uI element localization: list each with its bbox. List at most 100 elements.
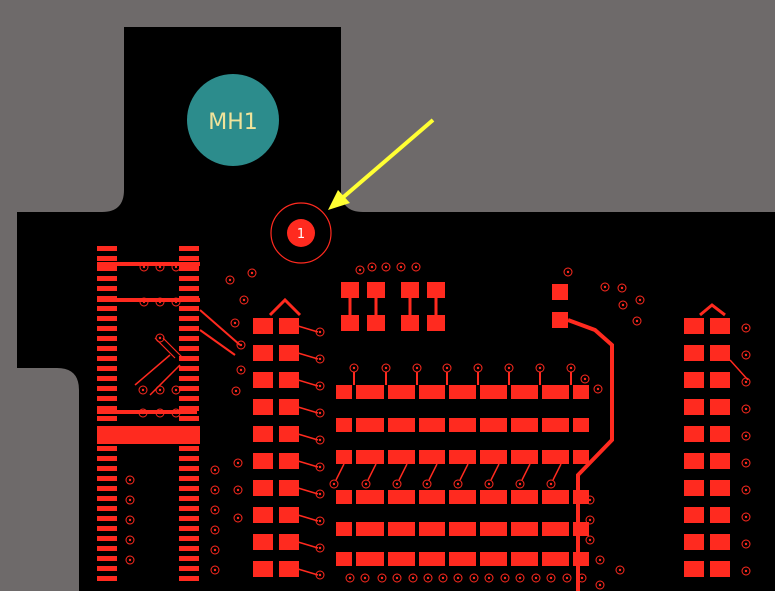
smd-pad bbox=[710, 345, 730, 361]
via-drill bbox=[744, 542, 748, 546]
smd-pad bbox=[553, 385, 569, 399]
via bbox=[600, 282, 610, 292]
via-drill bbox=[213, 468, 217, 472]
copper-trace bbox=[459, 463, 469, 481]
smd-pad bbox=[429, 385, 445, 399]
smd-pad bbox=[427, 315, 445, 331]
pin-marker-1[interactable]: 1 bbox=[270, 202, 332, 264]
copper-trace bbox=[297, 325, 319, 333]
connector-pad-left bbox=[97, 456, 117, 461]
via bbox=[453, 479, 463, 489]
marker-label: 1 bbox=[297, 227, 305, 242]
smd-pad bbox=[368, 450, 384, 464]
via bbox=[562, 573, 572, 583]
smd-pad bbox=[279, 426, 299, 442]
via-drill bbox=[588, 538, 592, 542]
connector-ground-band bbox=[97, 426, 200, 444]
via bbox=[408, 573, 418, 583]
via bbox=[315, 570, 325, 580]
connector-pad-left bbox=[97, 286, 117, 291]
connector-pad-right bbox=[179, 256, 199, 261]
smd-pad bbox=[522, 490, 538, 504]
copper-trace bbox=[149, 364, 181, 396]
copper-trace bbox=[428, 463, 438, 481]
via-drill bbox=[445, 366, 449, 370]
via-drill bbox=[128, 498, 132, 502]
smd-pad bbox=[279, 345, 299, 361]
smd-pad bbox=[710, 372, 730, 388]
via bbox=[355, 265, 365, 275]
via bbox=[377, 573, 387, 583]
via-drill bbox=[250, 271, 254, 275]
via-drill bbox=[456, 576, 460, 580]
connector-pad-left bbox=[97, 396, 117, 401]
via-drill bbox=[487, 576, 491, 580]
via-drill bbox=[426, 576, 430, 580]
via bbox=[230, 318, 240, 328]
copper-trace bbox=[162, 337, 184, 359]
connector-pad-left bbox=[97, 556, 117, 561]
via-drill bbox=[158, 388, 162, 392]
smd-pad bbox=[684, 399, 704, 415]
via-drill bbox=[549, 482, 553, 486]
connector-pad-left bbox=[97, 526, 117, 531]
via-drill bbox=[744, 569, 748, 573]
via bbox=[210, 565, 220, 575]
smd-pad bbox=[573, 385, 589, 399]
via-drill bbox=[534, 576, 538, 580]
smd-pad bbox=[429, 450, 445, 464]
via bbox=[345, 573, 355, 583]
via bbox=[233, 458, 243, 468]
mounting-hole-pad bbox=[187, 74, 279, 166]
copper-trace bbox=[297, 460, 319, 468]
via-drill bbox=[425, 482, 429, 486]
copper-trace bbox=[552, 463, 562, 481]
via bbox=[315, 489, 325, 499]
smd-pad bbox=[341, 315, 359, 331]
via-drill bbox=[174, 265, 178, 269]
via bbox=[231, 386, 241, 396]
smd-pad bbox=[253, 372, 273, 388]
connector-pad-left bbox=[97, 366, 117, 371]
smd-pad bbox=[522, 552, 538, 566]
smd-pad bbox=[253, 534, 273, 550]
smd-pad bbox=[368, 522, 384, 536]
connector-pad-left bbox=[97, 576, 117, 581]
via-drill bbox=[236, 516, 240, 520]
connector-pad-left bbox=[97, 476, 117, 481]
via bbox=[595, 555, 605, 565]
arrow-down-left-icon bbox=[328, 118, 435, 210]
smd-pad bbox=[341, 282, 359, 298]
via bbox=[125, 535, 135, 545]
smd-pad bbox=[553, 552, 569, 566]
smd-pad bbox=[491, 490, 507, 504]
smd-pad bbox=[401, 282, 419, 298]
connector-pad-right bbox=[179, 576, 199, 581]
smd-pad bbox=[553, 490, 569, 504]
smd-pad bbox=[684, 507, 704, 523]
via bbox=[741, 512, 751, 522]
left-connector-footprint[interactable] bbox=[97, 246, 200, 581]
mounting-hole-mh1[interactable]: MH1 bbox=[187, 74, 279, 166]
via bbox=[635, 295, 645, 305]
via bbox=[484, 573, 494, 583]
connector-pad-right bbox=[179, 396, 199, 401]
smd-pad bbox=[253, 453, 273, 469]
via-drill bbox=[213, 528, 217, 532]
via-drill bbox=[239, 368, 243, 372]
connector-pad-right bbox=[179, 356, 199, 361]
via-drill bbox=[158, 411, 162, 415]
via-drill bbox=[603, 285, 607, 289]
copper-trace bbox=[268, 297, 302, 317]
connector-pad-right bbox=[179, 476, 199, 481]
via bbox=[438, 573, 448, 583]
via-drill bbox=[503, 576, 507, 580]
connector-pad-left bbox=[97, 496, 117, 501]
smd-pad bbox=[573, 552, 589, 566]
connector-pad-right bbox=[179, 336, 199, 341]
via-drill bbox=[318, 438, 322, 442]
via bbox=[239, 295, 249, 305]
smd-pad bbox=[573, 450, 589, 464]
smd-pad bbox=[684, 453, 704, 469]
